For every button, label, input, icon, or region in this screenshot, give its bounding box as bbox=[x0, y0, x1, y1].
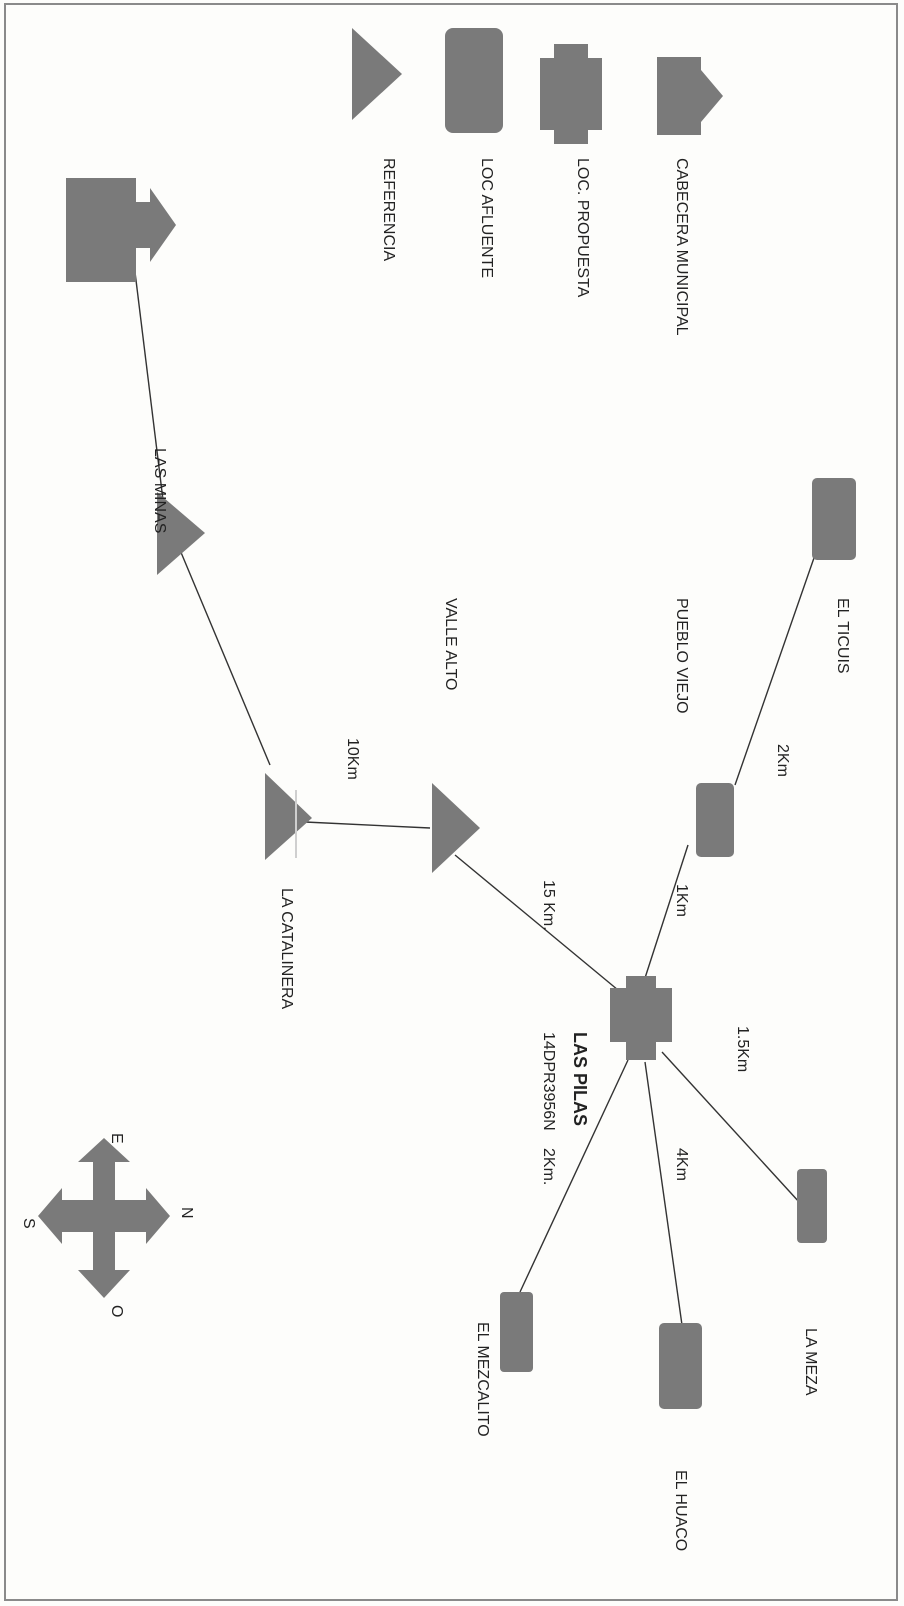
distance-valle-pilas: 15 Km. bbox=[540, 880, 557, 931]
valle-alto-node bbox=[432, 783, 480, 873]
edge-pilas-pueblo bbox=[644, 844, 689, 979]
label-el-mezcalito: EL MEZCALITO bbox=[474, 1322, 491, 1437]
compass-e-label: E bbox=[108, 1133, 125, 1144]
cabecera-legend-icon bbox=[657, 57, 723, 135]
distance-pilas-meza: 1.5Km bbox=[734, 1026, 751, 1072]
legend-referencia-label: REFERENCIA bbox=[380, 158, 397, 261]
propuesta-legend-icon bbox=[540, 44, 602, 144]
compass-o-label: O bbox=[108, 1305, 125, 1317]
edge-cabecera-lasminas bbox=[134, 271, 164, 501]
las-minas-node bbox=[157, 492, 205, 575]
las-pilas-node bbox=[610, 976, 672, 1060]
afluente-legend-icon bbox=[445, 28, 503, 133]
label-la-catalinera: LA CATALINERA bbox=[278, 888, 295, 1010]
distance-ticuis-pueblo: 2Km bbox=[774, 744, 791, 777]
legend: CABECERA MUNICIPAL LOC. PROPUESTA LOC AF… bbox=[352, 28, 723, 336]
distance-pueblo-pilas: 1Km bbox=[673, 884, 690, 917]
label-el-ticuis: EL TICUIS bbox=[834, 598, 851, 674]
la-catalinera-node bbox=[265, 773, 312, 860]
cabecera-municipal-node bbox=[66, 178, 176, 282]
la-meza-node bbox=[797, 1169, 827, 1243]
el-huaco-node bbox=[659, 1323, 702, 1409]
el-mezcalito-node bbox=[500, 1292, 533, 1372]
compass-n-label: N bbox=[178, 1207, 195, 1219]
label-valle-alto: VALLE ALTO bbox=[442, 598, 459, 691]
label-las-pilas-code: 14DPR3956N bbox=[540, 1032, 557, 1131]
legend-propuesta-label: LOC. PROPUESTA bbox=[574, 158, 591, 298]
compass-s-label: S bbox=[20, 1218, 37, 1229]
distance-labels: 2Km 1Km 15 Km. 10Km 1.5Km 4Km 2Km. bbox=[344, 738, 791, 1185]
edge-catalinera-valle bbox=[304, 821, 431, 829]
distance-catalinera-valle: 10Km bbox=[344, 738, 361, 780]
legend-cabecera-label: CABECERA MUNICIPAL bbox=[673, 158, 690, 336]
pueblo-viejo-node bbox=[696, 783, 734, 857]
label-pueblo-viejo: PUEBLO VIEJO bbox=[673, 598, 690, 714]
label-las-minas: LAS MINAS bbox=[151, 448, 168, 533]
edge-valle-pilas bbox=[454, 854, 619, 991]
referencia-legend-icon bbox=[352, 28, 402, 120]
el-ticuis-node bbox=[812, 478, 856, 560]
distance-pilas-mezcalito: 2Km. bbox=[540, 1148, 557, 1185]
edge-lasminas-catalinera bbox=[179, 549, 271, 766]
edge-pilas-mezcalito bbox=[519, 1059, 629, 1293]
label-las-pilas: LAS PILAS bbox=[570, 1032, 590, 1126]
edge-pilas-huaco bbox=[644, 1061, 683, 1326]
legend-afluente-label: LOC AFLUENTE bbox=[478, 158, 495, 278]
nodes bbox=[66, 178, 856, 1409]
label-el-huaco: EL HUACO bbox=[672, 1470, 689, 1551]
label-la-meza: LA MEZA bbox=[802, 1328, 819, 1396]
distance-pilas-huaco: 4Km bbox=[673, 1148, 690, 1181]
compass-arrow-icon bbox=[38, 1138, 170, 1298]
place-labels: EL TICUIS PUEBLO VIEJO VALLE ALTO LAS MI… bbox=[151, 448, 851, 1551]
compass-rose: E N S O bbox=[20, 1133, 195, 1317]
connections bbox=[134, 271, 816, 1326]
edge-pueblo-ticuis bbox=[734, 554, 816, 786]
page-border bbox=[4, 3, 898, 1601]
edge-pilas-meza bbox=[661, 1051, 801, 1204]
